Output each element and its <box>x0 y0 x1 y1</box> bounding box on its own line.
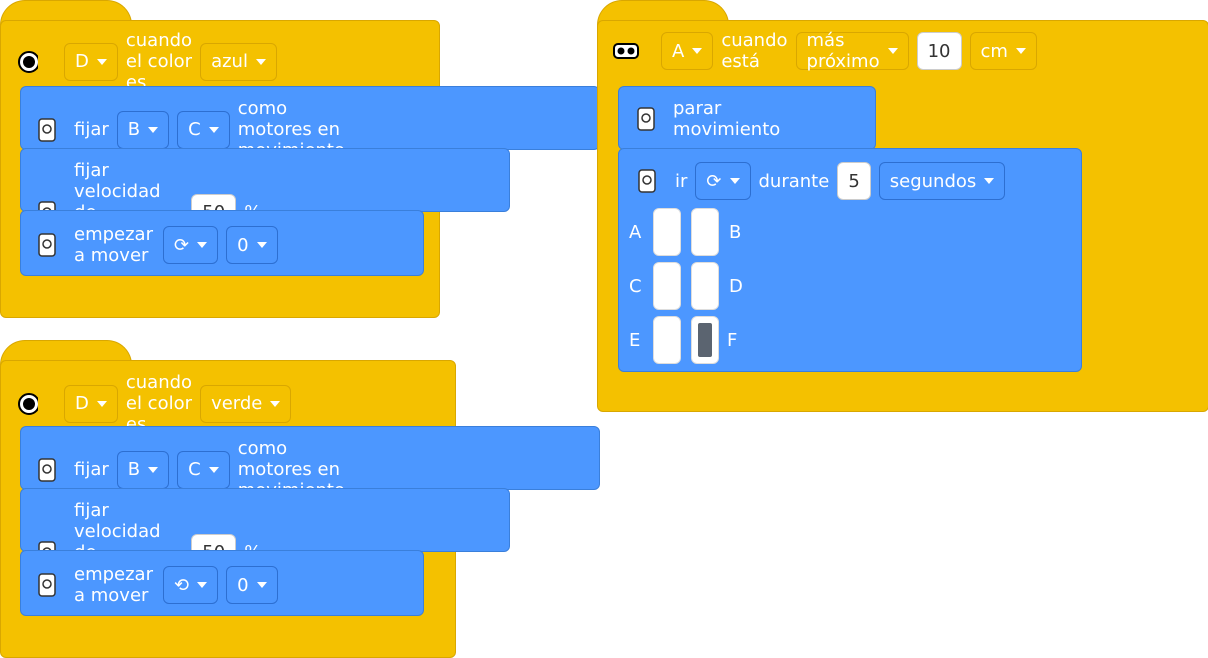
port-dropdown[interactable]: A <box>661 32 714 70</box>
color-dropdown[interactable]: azul <box>200 42 277 81</box>
motor-pair-icon <box>38 457 56 482</box>
block-label: parar movimiento <box>673 98 781 140</box>
duration-value: 5 <box>848 170 860 192</box>
motor1-dropdown[interactable]: B <box>116 110 170 149</box>
unit-value: segundos <box>889 170 977 192</box>
steering-value: 0 <box>237 234 249 256</box>
port-dropdown[interactable]: D <box>64 42 118 81</box>
unit-dropdown[interactable]: segundos <box>878 162 1006 200</box>
block-label: fijar <box>74 459 109 480</box>
duration-input[interactable]: 5 <box>837 162 871 200</box>
grid-cell[interactable] <box>691 262 719 310</box>
motor2-value: C <box>188 459 201 480</box>
event-label: cuando el color es <box>125 372 193 435</box>
steering-dropdown[interactable]: 0 <box>226 566 278 604</box>
motor2-dropdown[interactable]: C <box>177 110 230 149</box>
grid-label-f: F <box>727 330 738 351</box>
port-value: D <box>75 51 89 72</box>
set-movement-motors-block[interactable] <box>20 86 600 150</box>
unit-dropdown[interactable]: cm <box>969 32 1037 70</box>
grid-label-c: C <box>629 276 642 297</box>
port-value: A <box>672 40 685 62</box>
motor1-value: B <box>127 459 141 480</box>
grid-cell-selected[interactable] <box>691 316 719 364</box>
motor-pair-icon <box>38 573 56 597</box>
port-dropdown[interactable]: D <box>64 384 118 423</box>
grid-label-b: B <box>729 222 742 243</box>
motor-pair-icon <box>637 169 657 193</box>
durante-label: durante <box>758 170 830 192</box>
comparison-dropdown[interactable]: más próximo <box>795 30 909 72</box>
motor-pair-icon <box>637 107 655 131</box>
event-label: cuando está <box>721 30 788 72</box>
color-value: azul <box>211 51 248 72</box>
rotate-cw-icon: ⟳ <box>174 234 190 256</box>
grid-cell[interactable] <box>653 262 681 310</box>
color-dropdown[interactable]: verde <box>200 384 292 423</box>
block-label: fijar <box>74 119 109 140</box>
grid-label-e: E <box>629 330 641 351</box>
comparison-value: más próximo <box>806 30 880 72</box>
block-label: empezar a mover <box>74 224 153 266</box>
direction-dropdown[interactable]: ⟳ <box>163 226 219 264</box>
distance-value: 10 <box>927 40 951 62</box>
grid-label-d: D <box>729 276 743 297</box>
color-value: verde <box>211 393 263 414</box>
set-speed-block[interactable] <box>20 148 510 212</box>
motor-pair-icon <box>38 233 56 257</box>
motor1-value: B <box>127 119 141 140</box>
color-sensor-icon <box>18 392 38 416</box>
grid-cell[interactable] <box>653 208 681 256</box>
steering-value: 0 <box>237 574 249 596</box>
motor2-value: C <box>188 119 201 140</box>
event-label: cuando el color es <box>125 30 193 93</box>
motor2-dropdown[interactable]: C <box>177 450 230 489</box>
motor1-dropdown[interactable]: B <box>116 450 170 489</box>
steering-dropdown[interactable]: 0 <box>226 226 278 264</box>
motor-pair-icon <box>38 117 56 142</box>
direction-dropdown[interactable]: ⟳ <box>695 162 751 200</box>
rotate-ccw-icon: ⟲ <box>174 574 190 596</box>
distance-input[interactable]: 10 <box>916 32 962 70</box>
start-moving-block[interactable] <box>20 550 424 616</box>
block-label: empezar a mover <box>74 564 153 606</box>
grid-cell[interactable] <box>653 316 681 364</box>
grid-cell[interactable] <box>691 208 719 256</box>
port-value: D <box>75 393 89 414</box>
distance-sensor-icon <box>613 39 639 63</box>
direction-dropdown[interactable]: ⟲ <box>163 566 219 604</box>
color-sensor-icon <box>18 50 38 74</box>
rotate-cw-icon: ⟳ <box>706 170 722 192</box>
start-moving-block[interactable] <box>20 210 424 276</box>
unit-value: cm <box>980 40 1008 62</box>
block-label: ir <box>675 170 688 192</box>
grid-label-a: A <box>629 222 642 243</box>
